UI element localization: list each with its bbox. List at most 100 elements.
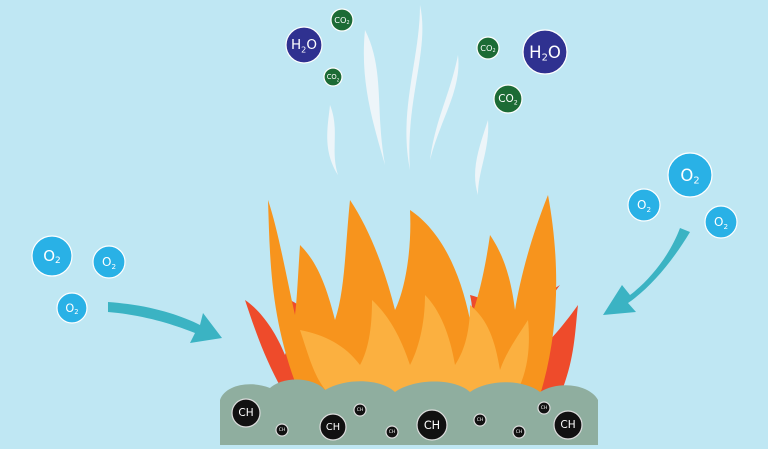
ch-label: CH xyxy=(389,429,396,435)
co2-circle xyxy=(493,84,523,114)
h2o-circle xyxy=(285,26,323,64)
co2-subscript: 2 xyxy=(514,99,518,106)
h2o-molecule: H2O xyxy=(522,29,568,75)
ch-formula: CH xyxy=(560,419,575,431)
ch-label: CH xyxy=(560,419,575,431)
ch-circle xyxy=(353,403,367,417)
ch-molecules: CH CH CH CH CH CH CH CH CH CH xyxy=(231,398,583,441)
ch-molecule: CH xyxy=(385,425,399,439)
smoke-wisps xyxy=(327,5,489,195)
o2-formula: O xyxy=(102,255,111,269)
o2-subscript: 2 xyxy=(74,308,78,316)
ch-label: CH xyxy=(541,405,548,411)
o2-label: O2 xyxy=(102,255,116,271)
h2o-subscript: 2 xyxy=(542,52,548,63)
ch-molecule: CH xyxy=(416,409,448,441)
ch-label: CH xyxy=(424,419,440,432)
co2-molecule: CO2 xyxy=(476,36,500,60)
ch-molecule: CH xyxy=(553,410,583,440)
co2-molecule: CO2 xyxy=(323,67,343,87)
co2-formula: CO xyxy=(480,43,493,53)
o2-circle xyxy=(704,205,738,239)
flames xyxy=(245,195,578,395)
o2-label: O2 xyxy=(714,215,728,231)
o2-circle xyxy=(56,292,88,324)
o2-subscript: 2 xyxy=(646,205,651,214)
ch-circle xyxy=(275,423,289,437)
ch-molecule: CH xyxy=(319,413,347,441)
ch-formula: CH xyxy=(357,407,364,413)
co2-subscript: 2 xyxy=(337,77,340,82)
o2-formula: O xyxy=(43,247,55,265)
ch-formula: CH xyxy=(279,427,286,433)
o2-subscript: 2 xyxy=(723,222,728,231)
ch-molecule: CH xyxy=(231,398,261,428)
co2-label: CO2 xyxy=(327,73,340,82)
co2-formula: CO xyxy=(334,15,347,25)
o2-molecule: O2 xyxy=(92,245,126,279)
arrows xyxy=(108,228,690,343)
ch-label: CH xyxy=(357,407,364,413)
co2-subscript: 2 xyxy=(493,48,496,54)
co2-circle xyxy=(323,67,343,87)
co2-label: CO2 xyxy=(480,43,495,54)
co2-formula: CO xyxy=(498,93,514,105)
ch-label: CH xyxy=(477,417,484,423)
o2-circle xyxy=(667,152,713,198)
o2-subscript: 2 xyxy=(693,175,699,186)
ch-circle xyxy=(319,413,347,441)
fuel-mound xyxy=(220,379,598,445)
h2o-molecule: H2O xyxy=(285,26,323,64)
ch-circle xyxy=(385,425,399,439)
left-arrow-icon xyxy=(108,302,222,343)
o2-label: O2 xyxy=(43,247,61,266)
h2o-formula: H xyxy=(529,43,541,62)
h2o-label: H2O xyxy=(529,43,561,64)
h2o-tail: O xyxy=(306,37,317,53)
co2-circle xyxy=(330,8,354,32)
h2o-circle xyxy=(522,29,568,75)
ch-formula: CH xyxy=(326,422,340,433)
co2-molecule: CO2 xyxy=(330,8,354,32)
co2-subscript: 2 xyxy=(347,20,350,26)
o2-molecule: O2 xyxy=(31,235,73,277)
o2-subscript: 2 xyxy=(55,256,61,266)
h2o-label: H2O xyxy=(291,37,317,55)
ch-formula: CH xyxy=(238,407,253,419)
o2-subscript: 2 xyxy=(111,262,116,271)
o2-formula: O xyxy=(680,166,693,185)
ch-molecule: CH xyxy=(353,403,367,417)
h2o-formula: H xyxy=(291,37,301,53)
ch-molecule: CH xyxy=(275,423,289,437)
flame-inner xyxy=(300,295,529,395)
ch-formula: CH xyxy=(541,405,548,411)
ch-molecule: CH xyxy=(537,401,551,415)
ch-molecule: CH xyxy=(473,413,487,427)
o2-molecule: O2 xyxy=(667,152,713,198)
ch-circle xyxy=(512,425,526,439)
ch-circle xyxy=(231,398,261,428)
o2-circle xyxy=(31,235,73,277)
o2-formula: O xyxy=(714,215,723,229)
o2-circle xyxy=(92,245,126,279)
ch-label: CH xyxy=(326,422,340,433)
co2-molecule: CO2 xyxy=(493,84,523,114)
ch-formula: CH xyxy=(477,417,484,423)
co2-formula: CO xyxy=(327,73,337,81)
ch-circle xyxy=(473,413,487,427)
o2-label: O2 xyxy=(65,302,78,316)
ch-circle xyxy=(553,410,583,440)
o2-molecule: O2 xyxy=(627,188,661,222)
o2-formula: O xyxy=(65,302,74,315)
co2-label: CO2 xyxy=(498,93,518,106)
o2-molecule: O2 xyxy=(56,292,88,324)
h2o-tail: O xyxy=(548,43,561,62)
ch-formula: CH xyxy=(389,429,396,435)
ch-label: CH xyxy=(516,429,523,435)
right-arrow-icon xyxy=(603,228,690,315)
ch-label: CH xyxy=(238,407,253,419)
h2o-subscript: 2 xyxy=(301,45,306,55)
co2-circle xyxy=(476,36,500,60)
